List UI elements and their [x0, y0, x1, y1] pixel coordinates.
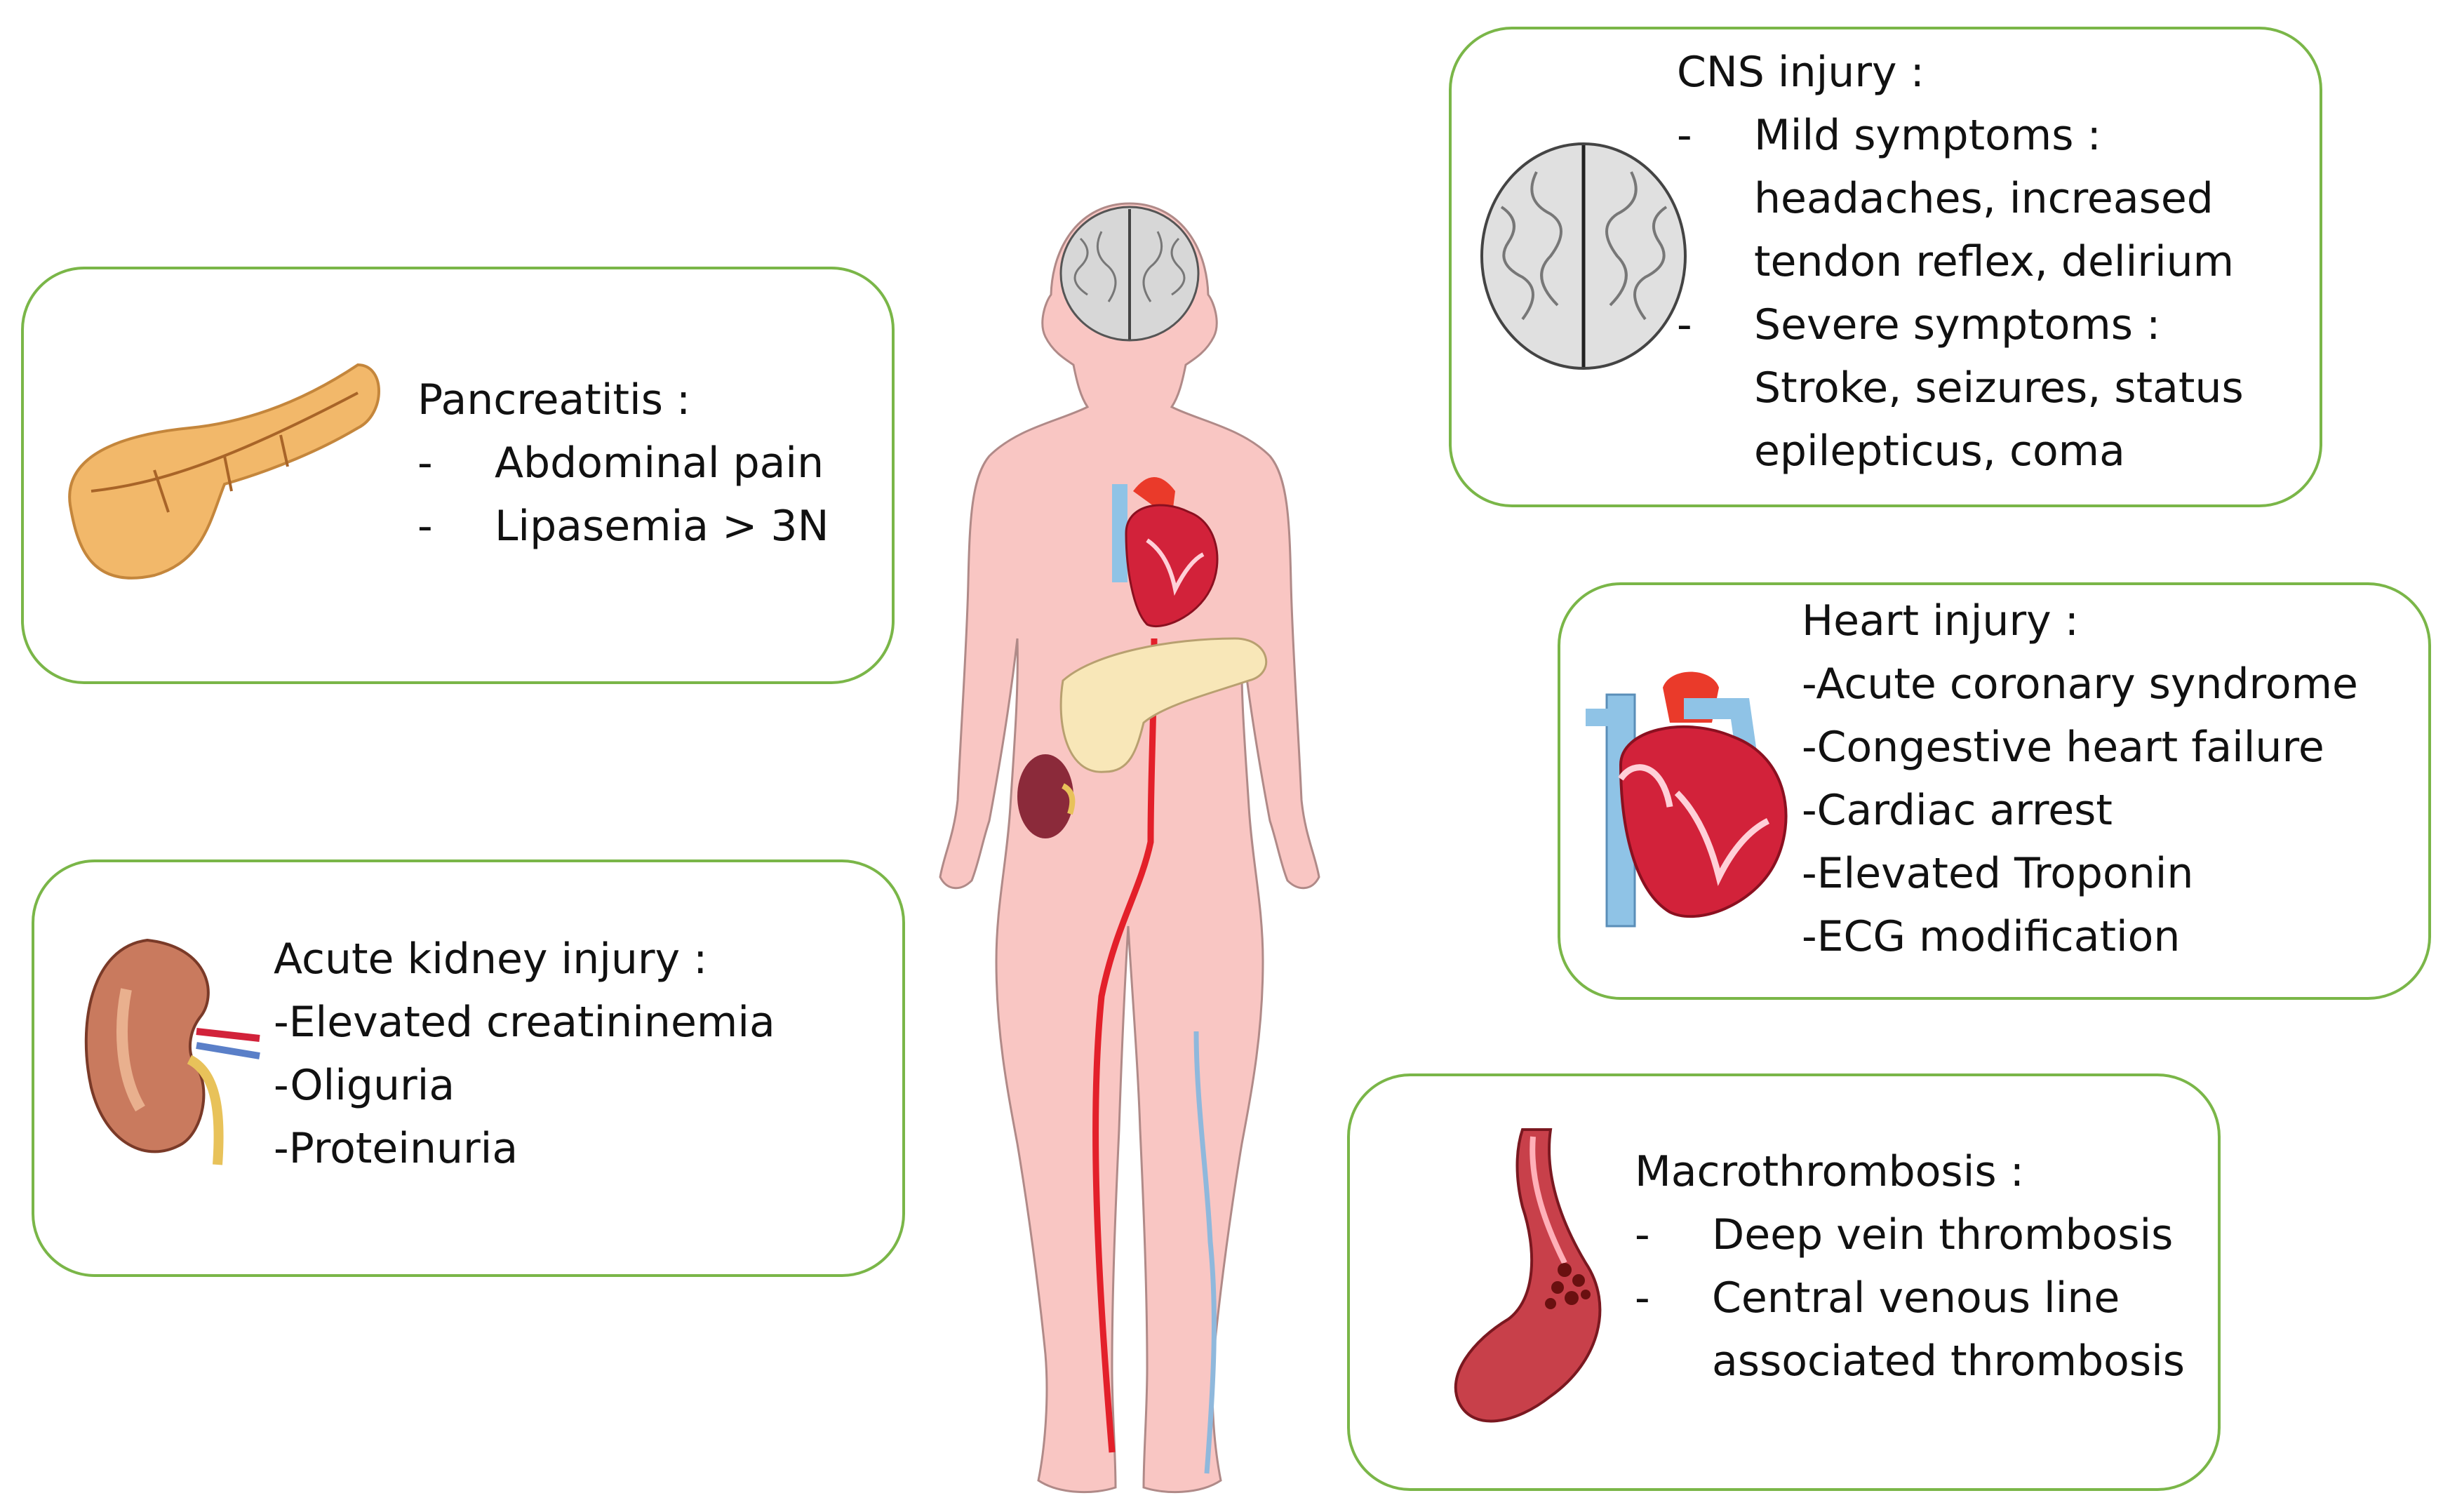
thrombosis-item: Central venous line: [1712, 1273, 2120, 1323]
thrombosis-item: associated thrombosis: [1712, 1337, 2186, 1386]
kidney-title: Acute kidney injury :: [274, 935, 708, 984]
kidney-item: -Oliguria: [274, 1061, 455, 1110]
cns-title: CNS injury :: [1677, 48, 1925, 97]
pancreas-icon: [68, 363, 380, 580]
heart-item: -Acute coronary syndrome: [1802, 660, 2358, 709]
pancreatitis-dash: -: [417, 502, 433, 551]
cns-item: epilepticus, coma: [1754, 427, 2125, 476]
kidney-item: -Elevated creatininemia: [274, 998, 775, 1047]
thrombosis-item: Deep vein thrombosis: [1712, 1210, 2174, 1259]
heart-item: -Congestive heart failure: [1802, 723, 2324, 772]
pancreatitis-dash: -: [417, 439, 433, 488]
blood-vessel-icon: [1454, 1128, 1602, 1423]
heart-icon: [1586, 671, 1788, 928]
body-brain: [1059, 206, 1200, 342]
cns-item: Mild symptoms :: [1754, 111, 2101, 160]
cns-dash: -: [1677, 111, 1692, 160]
body-heart: [1112, 477, 1219, 628]
pancreatitis-item: Lipasemia > 3N: [495, 502, 829, 551]
cns-text: CNS injury : - Mild symptoms : headaches,…: [1677, 41, 2244, 483]
thrombosis-dash: -: [1635, 1210, 1650, 1259]
kidney-text: Acute kidney injury : -Elevated creatini…: [274, 928, 775, 1180]
cns-dash: -: [1677, 300, 1692, 349]
body-kidney: [1017, 754, 1076, 838]
kidney-item: -Proteinuria: [274, 1124, 518, 1173]
cns-item: Severe symptoms :: [1754, 300, 2161, 349]
thrombosis-title: Macrothrombosis :: [1635, 1147, 2024, 1196]
body-artery: [1092, 638, 1158, 1453]
heart-title: Heart injury :: [1802, 596, 2079, 645]
heart-text: Heart injury : -Acute coronary syndrome …: [1802, 589, 2358, 968]
heart-item: -Elevated Troponin: [1802, 849, 2194, 898]
body-vein: [1193, 1031, 1217, 1474]
pancreatitis-title: Pancreatitis :: [417, 375, 691, 424]
thrombosis-dash: -: [1635, 1273, 1650, 1323]
cns-item: headaches, increased: [1754, 174, 2214, 223]
body-silhouette: [939, 202, 1320, 1493]
brain-icon: [1480, 142, 1687, 370]
human-body-figure: [939, 202, 1320, 1493]
heart-item: -Cardiac arrest: [1802, 786, 2113, 835]
heart-item: -ECG modification: [1802, 912, 2181, 961]
pancreatitis-item: Abdominal pain: [495, 439, 824, 488]
thrombosis-text: Macrothrombosis : -Deep vein thrombosis …: [1635, 1140, 2185, 1393]
cns-item: Stroke, seizures, status: [1754, 363, 2244, 413]
thrombosis-panel: [1347, 1073, 2221, 1491]
body-pancreas: [1059, 637, 1268, 773]
cns-item: tendon reflex, delirium: [1754, 237, 2235, 286]
pancreatitis-text: Pancreatitis : - Abdominal pain - Lipasemi…: [417, 368, 829, 558]
kidney-icon: [84, 938, 260, 1165]
